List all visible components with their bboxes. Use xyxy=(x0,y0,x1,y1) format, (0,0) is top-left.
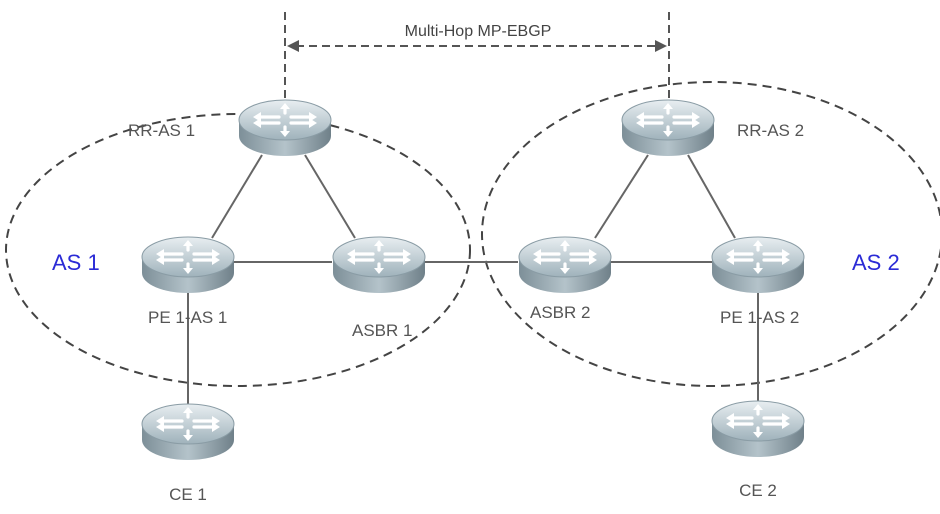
peering-arrowhead-right xyxy=(655,40,667,52)
link-rr2-asbr2 xyxy=(594,154,649,239)
router-asbr2-icon[interactable] xyxy=(517,235,613,295)
as1-boundary xyxy=(5,113,471,387)
peering-arrowhead-left xyxy=(287,40,299,52)
label-rr-as2: RR-AS 2 xyxy=(737,121,804,140)
as2-label: AS 2 xyxy=(852,250,900,275)
router-ce1-icon[interactable] xyxy=(140,402,236,462)
router-asbr1-icon[interactable] xyxy=(331,235,427,295)
label-asbr2: ASBR 2 xyxy=(530,303,590,322)
links xyxy=(187,154,759,408)
label-asbr1: ASBR 1 xyxy=(352,321,412,340)
label-pe1-as2: PE 1-AS 2 xyxy=(720,308,799,327)
as1-label: AS 1 xyxy=(52,250,100,275)
router-ce2-icon[interactable] xyxy=(710,399,806,459)
router-pe1-as1-icon[interactable] xyxy=(140,235,236,295)
label-ce2: CE 2 xyxy=(739,481,777,500)
peering-label: Multi-Hop MP-EBGP xyxy=(405,23,552,40)
router-pe1-as2-icon[interactable] xyxy=(710,235,806,295)
label-pe1-as1: PE 1-AS 1 xyxy=(148,308,227,327)
as2-boundary xyxy=(481,81,940,387)
link-rr1-pe1as1 xyxy=(211,154,263,239)
link-rr1-asbr1 xyxy=(304,154,356,239)
router-rr-as1-icon[interactable] xyxy=(237,98,333,158)
peering-label-bg xyxy=(362,18,594,42)
label-rr-as1: RR-AS 1 xyxy=(128,121,195,140)
router-rr-as2-icon[interactable] xyxy=(620,98,716,158)
link-rr2-pe1as2 xyxy=(687,154,736,239)
label-ce1: CE 1 xyxy=(169,485,207,504)
